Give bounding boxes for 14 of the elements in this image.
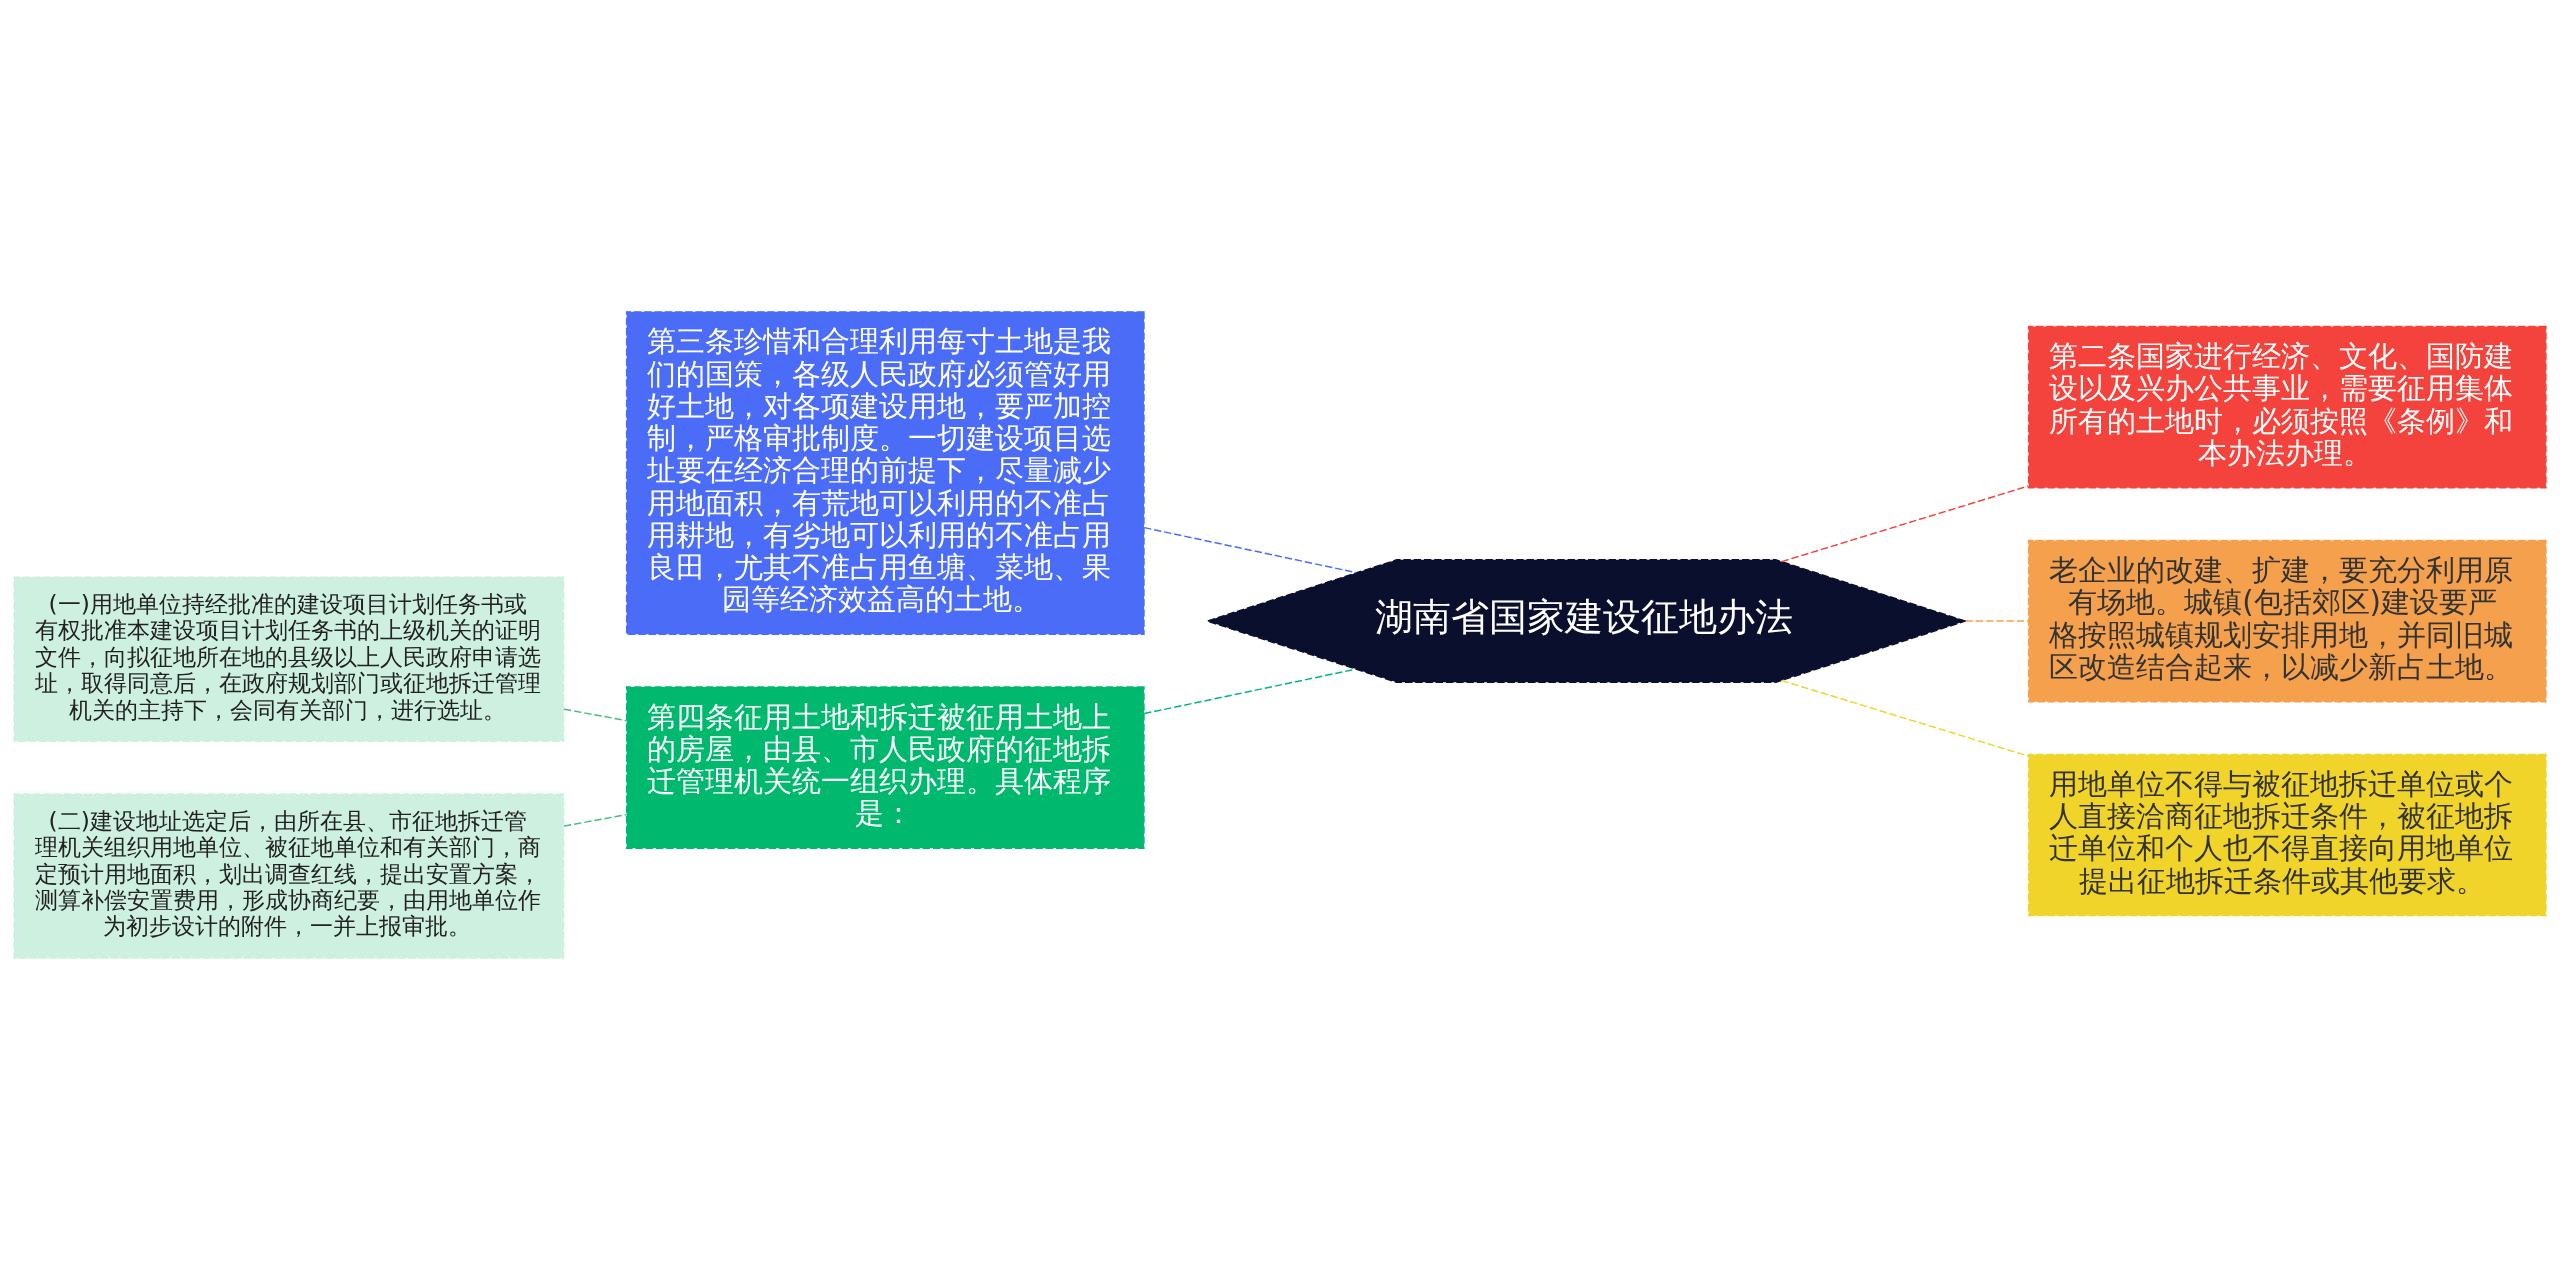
node-box: (一)用地单位持经批准的建设项目计划任务书或有权批准本建设项目计划任务书的上级机关的证明文件，向拟征地所在地的县级以上人民政府申请选址，取得同意后，在政府规划部门或征地拆迁管理机关的主持下，会同有关部门，进行选址。	[13, 575, 565, 742]
node-box: 用地单位不得与被征地拆迁单位或个人直接洽商征地拆迁条件，被征地拆迁单位和个人也不得直接向用地单位提出征地拆迁条件或其他要求。	[2027, 753, 2547, 916]
node-box: 第二条国家进行经济、文化、国防建设以及兴办公共事业，需要征用集体所有的土地时，必须按照《条例》和本办法办理。	[2027, 325, 2547, 488]
connector	[1964, 619, 2029, 622]
node-box: 老企业的改建、扩建，要充分利用原有场地。城镇(包括郊区)建设要严格按照城镇规划安排用地，并同旧城区改造结合起来，以减少新占土地。	[2027, 539, 2547, 702]
connector	[563, 707, 628, 721]
connector	[563, 813, 628, 827]
connector	[1781, 679, 2029, 757]
node-box: 第四条征用土地和拆迁被征用土地上的房屋，由县、市人民政府的征地拆迁管理机关统一组织办理。具体程序是：	[625, 685, 1145, 849]
connector	[1143, 526, 1358, 573]
node-box: (二)建设地址选定后，由所在县、市征地拆迁管理机关组织用地单位、被征地单位和有关部门，商定预计用地面积，划出调查红线，提出安置方案，测算补偿安置费用，形成协商纪要，由用地单位作为初步设计的附件，一并上报审批。	[13, 792, 565, 959]
connector	[1781, 484, 2029, 562]
node-box: 第三条珍惜和合理利用每寸土地是我们的国策，各级人民政府必须管好用好土地，对各项建设用地，要严加控制，严格审批制度。一切建设项目选址要在经济合理的前提下，尽量减少用地面积，有荒地可以利用的不准占用耕地，有劣地可以利用的不准占用良田，尤其不准占用鱼塘、菜地、果园等经济效益高的土地。	[625, 310, 1145, 635]
connector	[1143, 667, 1357, 714]
